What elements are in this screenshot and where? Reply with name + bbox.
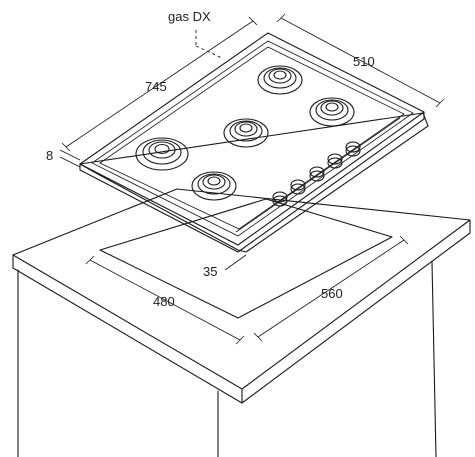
knob-1 xyxy=(272,191,288,207)
knob-4 xyxy=(327,153,343,169)
gas-connection-marker xyxy=(195,30,223,59)
burner-front xyxy=(191,171,237,201)
label-510: 510 xyxy=(353,54,375,69)
dim-35 xyxy=(224,254,247,271)
label-480: 480 xyxy=(153,294,175,309)
knob-5 xyxy=(345,141,361,157)
label-8: 8 xyxy=(46,148,53,163)
label-745: 745 xyxy=(145,79,167,94)
dim-8 xyxy=(59,149,81,168)
burner-back xyxy=(257,65,303,95)
dim-560 xyxy=(253,235,409,342)
dim-480 xyxy=(85,255,245,345)
hob xyxy=(79,32,429,253)
dim-510 xyxy=(276,13,445,108)
control-knobs xyxy=(272,141,361,207)
knob-3 xyxy=(309,166,325,182)
dim-745 xyxy=(61,16,258,152)
burner-right xyxy=(309,97,355,127)
burner-left xyxy=(135,137,189,171)
label-560: 560 xyxy=(321,286,343,301)
label-35: 35 xyxy=(203,264,217,279)
cutout-opening xyxy=(99,198,393,319)
label-gas: gas DX xyxy=(168,9,211,24)
countertop xyxy=(12,188,471,457)
knob-2 xyxy=(290,179,306,195)
burner-center xyxy=(223,118,269,148)
